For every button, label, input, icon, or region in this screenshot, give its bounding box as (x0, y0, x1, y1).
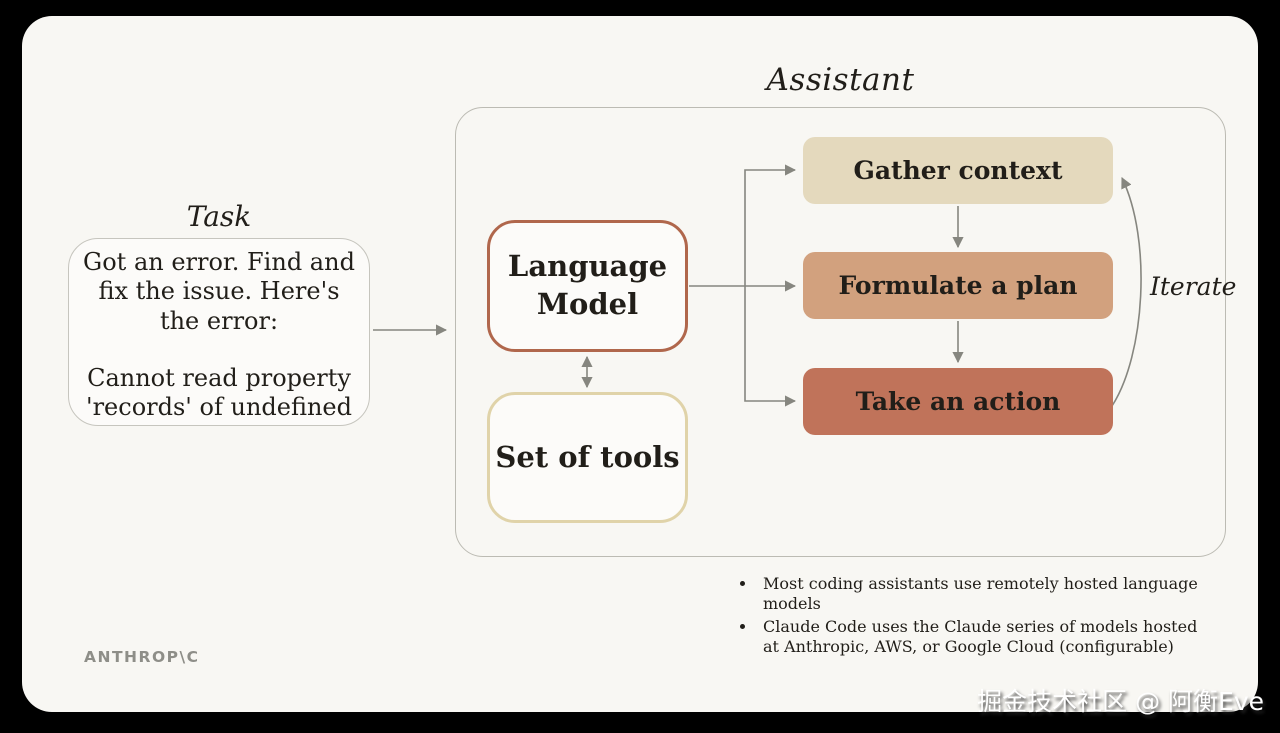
task-box: Got an error. Find and fix the issue. He… (68, 238, 370, 426)
anthropic-logo: ANTHROP\C (84, 648, 200, 666)
set-of-tools-label: Set of tools (495, 439, 680, 474)
notes-list: Most coding assistants use remotely host… (737, 574, 1202, 660)
task-label: Task (186, 200, 252, 233)
set-of-tools-box: Set of tools (487, 392, 688, 523)
watermark: 掘金技术社区 @ 阿衡Eve (977, 687, 1264, 716)
task-text: Got an error. Find and fix the issue. He… (83, 248, 355, 335)
iterate-label: Iterate (1150, 272, 1237, 301)
step-gather-context-label: Gather context (853, 156, 1063, 185)
task-error-text: Cannot read property 'records' of undefi… (85, 363, 352, 422)
assistant-container (455, 107, 1226, 557)
note-item: Claude Code uses the Claude series of mo… (757, 617, 1202, 657)
note-item: Most coding assistants use remotely host… (757, 574, 1202, 614)
assistant-label: Assistant (766, 62, 915, 98)
step-formulate-plan: Formulate a plan (803, 252, 1113, 319)
step-gather-context: Gather context (803, 137, 1113, 204)
language-model-label: Language Model (507, 249, 668, 321)
step-take-action-label: Take an action (855, 387, 1061, 416)
step-formulate-plan-label: Formulate a plan (838, 271, 1078, 300)
step-take-action: Take an action (803, 368, 1113, 435)
language-model-box: Language Model (487, 220, 688, 352)
